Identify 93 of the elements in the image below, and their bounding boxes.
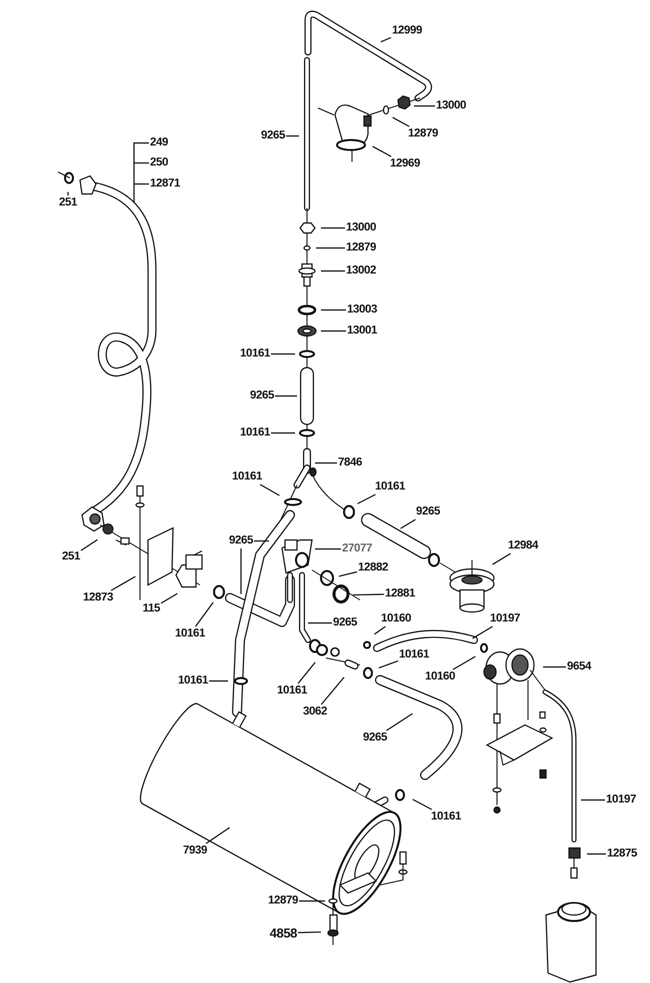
leader-line bbox=[134, 183, 149, 185]
leader-line bbox=[271, 353, 295, 355]
leader-line bbox=[587, 853, 606, 855]
leader-line bbox=[67, 192, 69, 196]
callout-number: 12999 bbox=[392, 24, 422, 38]
callout-number: 10161 bbox=[240, 348, 270, 360]
leader-line bbox=[372, 146, 392, 158]
leader-line bbox=[134, 162, 149, 164]
leader-line bbox=[452, 656, 476, 670]
callout-number: 9654 bbox=[567, 660, 591, 674]
callout-number: 13000 bbox=[346, 222, 376, 234]
leader-line bbox=[286, 135, 299, 137]
leader-line bbox=[392, 116, 410, 128]
callout-number: 249 bbox=[150, 136, 168, 150]
callout-number: 12873 bbox=[83, 592, 113, 604]
callout-number: 251 bbox=[62, 550, 80, 564]
leader-line bbox=[315, 548, 341, 550]
leader-line bbox=[378, 660, 398, 669]
callout-number: 10160 bbox=[425, 670, 455, 684]
leader-line bbox=[260, 484, 280, 496]
callout-number: 7939 bbox=[183, 844, 207, 858]
leader-line bbox=[380, 37, 392, 42]
leader-line bbox=[352, 594, 384, 596]
callout-number: 12879 bbox=[346, 242, 376, 254]
callout-number: 9265 bbox=[416, 506, 440, 518]
callout-number: 10160 bbox=[381, 612, 411, 626]
leader-line bbox=[414, 105, 435, 107]
leader-line bbox=[206, 827, 230, 844]
callout-number: 12984 bbox=[508, 540, 538, 552]
leader-line bbox=[209, 680, 228, 682]
callout-number: 13001 bbox=[347, 324, 377, 338]
leader-line bbox=[492, 552, 511, 565]
callout-number: 10161 bbox=[175, 628, 205, 640]
callout-number: 12871 bbox=[150, 178, 180, 190]
leader-line bbox=[110, 576, 136, 592]
leader-line bbox=[133, 142, 149, 203]
callout-number: 10197 bbox=[490, 612, 520, 626]
leader-line bbox=[412, 798, 432, 810]
leader-line bbox=[357, 494, 376, 504]
leader-line bbox=[240, 548, 242, 594]
leader-line bbox=[320, 676, 345, 705]
callout-number: 27077 bbox=[342, 542, 372, 556]
callout-number: 12879 bbox=[408, 128, 438, 140]
callout-number: 7846 bbox=[338, 456, 362, 470]
callout-number: 12882 bbox=[358, 562, 388, 574]
leader-line bbox=[298, 662, 316, 684]
callout-number: 3062 bbox=[303, 706, 327, 718]
leader-line bbox=[338, 571, 358, 577]
leader-line bbox=[316, 247, 345, 249]
callout-number: 13000 bbox=[436, 100, 466, 112]
leader-line bbox=[271, 432, 295, 434]
callout-number: 9265 bbox=[363, 732, 387, 744]
leader-line bbox=[160, 593, 178, 604]
callout-number: 10161 bbox=[232, 470, 262, 484]
callout-number: 10161 bbox=[375, 480, 405, 494]
callout-number: 12881 bbox=[385, 588, 415, 600]
callout-number: 12969 bbox=[390, 158, 420, 170]
leader-line bbox=[308, 622, 332, 624]
callout-number: 12875 bbox=[607, 848, 637, 860]
leader-line bbox=[374, 626, 386, 635]
leader-line bbox=[195, 602, 214, 627]
callout-number: 10161 bbox=[240, 426, 270, 440]
callout-number: 10161 bbox=[178, 674, 208, 688]
leader-line bbox=[315, 462, 337, 464]
leader-line bbox=[275, 395, 297, 397]
leader-line bbox=[400, 518, 416, 529]
callout-number: 12879 bbox=[268, 894, 298, 908]
callout-number: 9265 bbox=[250, 390, 274, 402]
leader-line bbox=[299, 900, 325, 902]
callout-number: 251 bbox=[59, 196, 77, 210]
callout-number: 10197 bbox=[606, 794, 636, 806]
callout-number: 9265 bbox=[333, 616, 357, 630]
leader-line bbox=[321, 227, 345, 229]
callout-number: 115 bbox=[142, 602, 160, 616]
leader-line bbox=[321, 330, 346, 332]
callout-number: 10161 bbox=[277, 684, 307, 698]
callout-number: 13003 bbox=[347, 304, 377, 316]
leader-line bbox=[254, 540, 269, 542]
leader-line bbox=[581, 799, 605, 801]
callout-number: 9265 bbox=[229, 534, 253, 548]
leader-line bbox=[472, 626, 493, 639]
leader-line bbox=[386, 713, 413, 731]
callout-number: 10161 bbox=[431, 810, 461, 824]
callout-number: 13002 bbox=[346, 264, 376, 278]
callout-number: 10161 bbox=[399, 648, 429, 662]
leader-line bbox=[321, 270, 345, 272]
leader-line bbox=[298, 931, 322, 934]
callout-number: 4858 bbox=[270, 926, 297, 940]
leader-line bbox=[80, 539, 98, 551]
leader-line bbox=[321, 309, 346, 311]
callout-number: 250 bbox=[150, 156, 168, 170]
leader-line bbox=[543, 666, 566, 668]
callout-number: 9265 bbox=[261, 130, 285, 142]
